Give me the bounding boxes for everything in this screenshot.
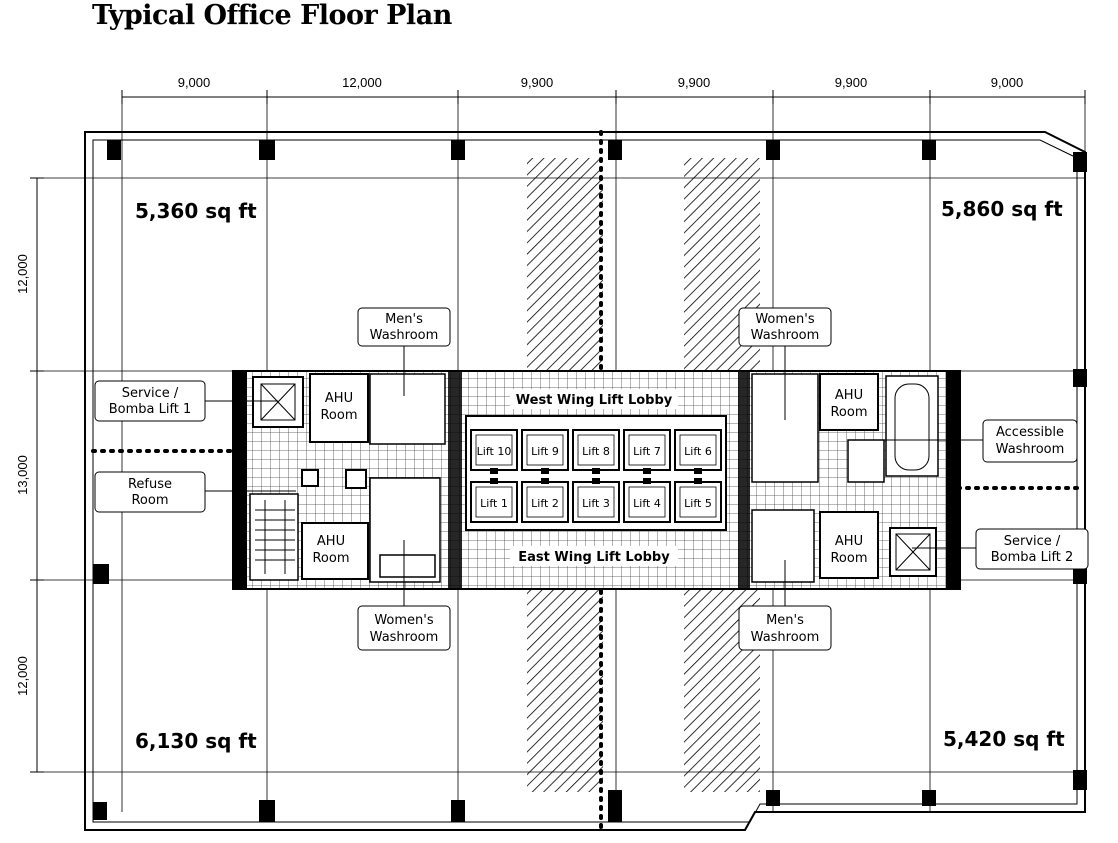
svg-text:Service /: Service /	[122, 386, 179, 401]
area-northeast: 5,860 sq ft	[941, 197, 1063, 221]
lift-label: Lift 5	[684, 497, 712, 510]
callout-mens-washroom-west: Men's Washroom	[357, 307, 451, 347]
lobby-label-bg	[510, 546, 678, 566]
area-southwest: 6,130 sq ft	[135, 729, 257, 753]
lift-car: Lift 10	[470, 429, 518, 474]
area-southeast: 5,420 sq ft	[943, 727, 1065, 751]
callout-womens-washroom-west: Women's Washroom	[357, 605, 451, 651]
dimension-label: 13,000	[15, 455, 30, 495]
callout-mens-washroom-east: Men's Washroom	[738, 605, 832, 651]
building-outline	[84, 131, 1086, 831]
svg-text:Washroom: Washroom	[370, 630, 439, 645]
dimension-label: 12,000	[15, 254, 30, 294]
svg-text:AHU: AHU	[325, 391, 353, 406]
lift-car: Lift 7	[623, 429, 671, 474]
ahu-room-se: AHU Room	[830, 534, 867, 566]
svg-text:Room: Room	[830, 551, 867, 566]
callout-womens-washroom-east: Women's Washroom	[738, 307, 832, 347]
svg-text:Refuse: Refuse	[128, 477, 172, 492]
svg-text:Accessible: Accessible	[996, 425, 1064, 440]
lift-label: Lift 6	[684, 445, 712, 458]
svg-text:Washroom: Washroom	[370, 328, 439, 343]
page-title: Typical Office Floor Plan	[92, 0, 452, 31]
svg-text:Room: Room	[131, 493, 168, 508]
lift-label: Lift 7	[633, 445, 661, 458]
svg-text:Room: Room	[830, 405, 867, 420]
dimension-label: 12,000	[342, 75, 382, 90]
lift-car: Lift 5	[674, 478, 722, 523]
svg-text:Washroom: Washroom	[996, 442, 1065, 457]
svg-text:Room: Room	[320, 408, 357, 423]
svg-text:Washroom: Washroom	[751, 328, 820, 343]
ahu-room-sw: AHU Room	[312, 534, 349, 566]
lift-car: Lift 8	[572, 429, 620, 474]
callout-refuse-room: Refuse Room	[94, 471, 206, 513]
lobby-label-bg	[510, 389, 678, 409]
svg-text:Men's: Men's	[385, 312, 423, 327]
lift-car: Lift 4	[623, 478, 671, 523]
svg-text:Washroom: Washroom	[751, 630, 820, 645]
dimension-labels-top: 9,000 12,000 9,900 9,900 9,900 9,000	[178, 75, 1024, 90]
lift-label: Lift 8	[582, 445, 610, 458]
callout-service-bomba-lift-1: Service / Bomba Lift 1	[94, 380, 206, 422]
lift-car: Lift 1	[470, 478, 518, 523]
dimension-lines	[30, 90, 1086, 773]
lift-label: Lift 4	[633, 497, 661, 510]
callout-service-bomba-lift-2: Service / Bomba Lift 2	[975, 528, 1089, 570]
lift-label: Lift 1	[480, 497, 508, 510]
lift-car: Lift 9	[521, 429, 569, 474]
lift-label: Lift 3	[582, 497, 610, 510]
svg-text:Men's: Men's	[766, 613, 804, 628]
hatched-voids	[527, 158, 760, 792]
callout-leader-lines	[204, 346, 985, 606]
svg-text:Bomba Lift 1: Bomba Lift 1	[109, 402, 192, 417]
dimension-label: 12,000	[15, 656, 30, 696]
lift-car: Lift 2	[521, 478, 569, 523]
svg-text:AHU: AHU	[835, 534, 863, 549]
lift-car: Lift 6	[674, 429, 722, 474]
lift-label: Lift 2	[531, 497, 559, 510]
callout-accessible-washroom: Accessible Washroom	[982, 419, 1078, 463]
svg-text:AHU: AHU	[835, 388, 863, 403]
svg-text:Women's: Women's	[374, 613, 434, 628]
east-wing-lift-lobby-label: East Wing Lift Lobby	[518, 550, 670, 565]
tenancy-division-lines	[91, 130, 1079, 832]
area-northwest: 5,360 sq ft	[135, 199, 257, 223]
dimension-label: 9,900	[521, 75, 554, 90]
structural-columns	[93, 140, 1087, 822]
dimension-label: 9,900	[835, 75, 868, 90]
svg-text:Service /: Service /	[1004, 534, 1061, 549]
svg-text:Women's: Women's	[755, 312, 815, 327]
lift-label: Lift 10	[477, 445, 512, 458]
dimension-label: 9,900	[678, 75, 711, 90]
dimension-label: 9,000	[991, 75, 1024, 90]
svg-text:Room: Room	[312, 551, 349, 566]
dimension-labels-left: 12,000 13,000 12,000	[15, 254, 30, 696]
ahu-room-nw: AHU Room	[320, 391, 357, 423]
svg-text:AHU: AHU	[317, 534, 345, 549]
lift-car: Lift 3	[572, 478, 620, 523]
lift-label: Lift 9	[531, 445, 559, 458]
dimension-label: 9,000	[178, 75, 211, 90]
west-wing-lift-lobby-label: West Wing Lift Lobby	[516, 393, 673, 408]
ahu-room-ne: AHU Room	[830, 388, 867, 420]
svg-text:Bomba Lift 2: Bomba Lift 2	[991, 550, 1074, 565]
lift-cars: Lift 10 Lift 9 Lift 8 Lift 7 Lift 6 Lift 1 Lif…	[470, 429, 722, 523]
